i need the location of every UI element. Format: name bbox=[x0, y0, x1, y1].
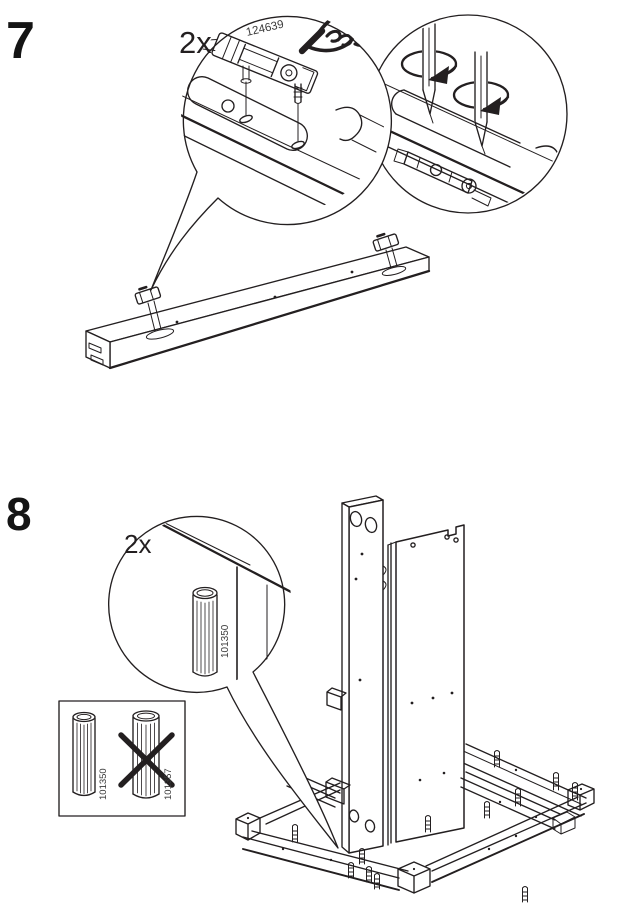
rotation-arrow-icon bbox=[428, 66, 449, 84]
wood-dowel-icon bbox=[366, 866, 372, 883]
wood-dowel-icon bbox=[359, 848, 365, 865]
side-panel-right bbox=[387, 524, 465, 846]
crossbar-board bbox=[85, 232, 431, 370]
fitting-icon bbox=[372, 232, 407, 276]
wrong-part-number: 101357 bbox=[163, 768, 174, 800]
dowel-part-number: 101350 bbox=[220, 624, 231, 658]
step-7-quantity: 2x bbox=[179, 25, 212, 60]
board-slot bbox=[88, 342, 102, 354]
wood-dowel-icon bbox=[572, 782, 578, 801]
wood-dowel-icon bbox=[374, 873, 380, 890]
detail-circle-dowel: 2x 101350 bbox=[108, 515, 339, 849]
wrong-part-cross-icon bbox=[118, 732, 175, 788]
screwdriver-icon bbox=[400, 23, 458, 124]
corner-block bbox=[235, 812, 261, 841]
wood-dowel-icon bbox=[494, 750, 500, 768]
wood-dowel-icon bbox=[72, 711, 96, 797]
wood-dowel-icon bbox=[522, 886, 528, 903]
step-7-number: 7 bbox=[6, 12, 35, 70]
detail-circle-fitting: 2x 124639 bbox=[150, 10, 393, 291]
wood-dowel-icon bbox=[515, 788, 521, 807]
wood-dowel-icon bbox=[292, 824, 298, 843]
rail-closeup bbox=[181, 76, 385, 213]
wardrobe-frame-drawing bbox=[235, 495, 595, 903]
fitting-installed-icon bbox=[393, 148, 492, 207]
dowel-pins bbox=[292, 750, 578, 903]
bracket-block bbox=[326, 687, 347, 711]
screwdriver-icon bbox=[452, 51, 510, 155]
rotation-arrow-icon bbox=[480, 97, 501, 115]
wood-dowel-icon bbox=[132, 710, 160, 799]
step-8-number: 8 bbox=[6, 488, 32, 540]
step-8-quantity: 2x bbox=[124, 529, 151, 559]
wood-dowel-icon bbox=[553, 772, 559, 791]
side-panel-left bbox=[325, 495, 387, 854]
board-slot bbox=[90, 354, 104, 366]
part-compare-box: 101350 101357 bbox=[58, 700, 186, 817]
step-7-drawing: 7 bbox=[6, 10, 568, 370]
fitting-icon bbox=[134, 285, 175, 340]
correct-part-number: 101350 bbox=[98, 768, 109, 800]
wood-dowel-icon bbox=[192, 586, 218, 677]
step-8-drawing: 8 bbox=[6, 488, 595, 903]
wood-dowel-icon bbox=[484, 801, 490, 819]
wood-dowel-icon bbox=[348, 862, 354, 879]
base-frame-back-rails bbox=[259, 743, 587, 825]
cam-lock-fitting-icon bbox=[198, 32, 319, 104]
magnifier-circle-with-tail bbox=[108, 515, 339, 849]
base-frame-front bbox=[235, 768, 595, 894]
wood-dowel-icon bbox=[425, 815, 431, 833]
panel-edge-closeup bbox=[154, 517, 291, 681]
corner-block bbox=[397, 861, 431, 894]
bracket-block bbox=[325, 777, 351, 805]
detail-circle-screwdrivers bbox=[368, 14, 568, 214]
